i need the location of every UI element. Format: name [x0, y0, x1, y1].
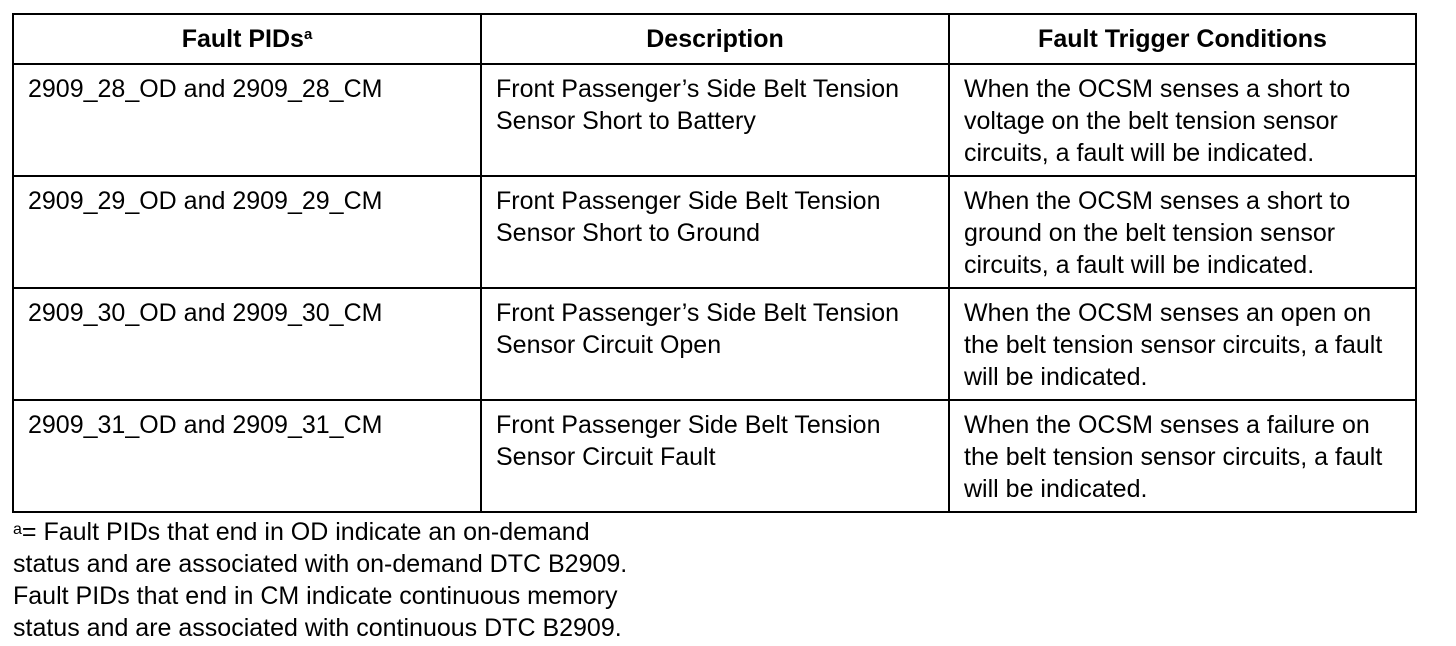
table-header: Fault PIDsa Description Fault Trigger Co… — [12, 13, 1417, 65]
fault-pid-table: Fault PIDsa Description Fault Trigger Co… — [12, 13, 1417, 513]
table-row: 2909_31_OD and 2909_31_CM Front Passenge… — [12, 399, 1417, 513]
header-description: Description — [480, 13, 950, 65]
footnote-text: = Fault PIDs that end in OD indicate an … — [21, 518, 590, 546]
fault-pid-cell: 2909_30_OD and 2909_30_CM — [12, 287, 482, 401]
footnote-line: Fault PIDs that end in CM indicate conti… — [13, 582, 618, 610]
footnote-line: status and are associated with continuou… — [13, 614, 622, 642]
table-row: 2909_30_OD and 2909_30_CM Front Passenge… — [12, 287, 1417, 401]
fault-pid-cell: 2909_31_OD and 2909_31_CM — [12, 399, 482, 513]
header-row: Fault PIDsa Description Fault Trigger Co… — [12, 13, 1417, 65]
table-body: 2909_28_OD and 2909_28_CM Front Passenge… — [12, 63, 1417, 513]
description-cell: Front Passenger’s Side Belt Tension Sens… — [480, 63, 950, 177]
header-fault-pids: Fault PIDsa — [12, 13, 482, 65]
footnote-line: status and are associated with on-demand… — [13, 550, 628, 578]
table-row: 2909_29_OD and 2909_29_CM Front Passenge… — [12, 175, 1417, 289]
table-row: 2909_28_OD and 2909_28_CM Front Passenge… — [12, 63, 1417, 177]
trigger-cell: When the OCSM senses a short to voltage … — [948, 63, 1417, 177]
table-footnote: a= Fault PIDs that end in OD indicate an… — [13, 516, 713, 644]
footnote-mark: a — [13, 521, 22, 538]
fault-pid-cell: 2909_29_OD and 2909_29_CM — [12, 175, 482, 289]
trigger-cell: When the OCSM senses a failure on the be… — [948, 399, 1417, 513]
header-footnote-mark: a — [303, 25, 313, 43]
footnote-line: a= Fault PIDs that end in OD indicate an… — [13, 516, 713, 548]
trigger-cell: When the OCSM senses a short to ground o… — [948, 175, 1417, 289]
fault-pid-cell: 2909_28_OD and 2909_28_CM — [12, 63, 482, 177]
description-cell: Front Passenger’s Side Belt Tension Sens… — [480, 287, 950, 401]
description-cell: Front Passenger Side Belt Tension Sensor… — [480, 175, 950, 289]
header-fault-pids-label: Fault PIDs — [181, 24, 304, 53]
trigger-cell: When the OCSM senses an open on the belt… — [948, 287, 1417, 401]
description-cell: Front Passenger Side Belt Tension Sensor… — [480, 399, 950, 513]
header-trigger-conditions: Fault Trigger Conditions — [948, 13, 1417, 65]
